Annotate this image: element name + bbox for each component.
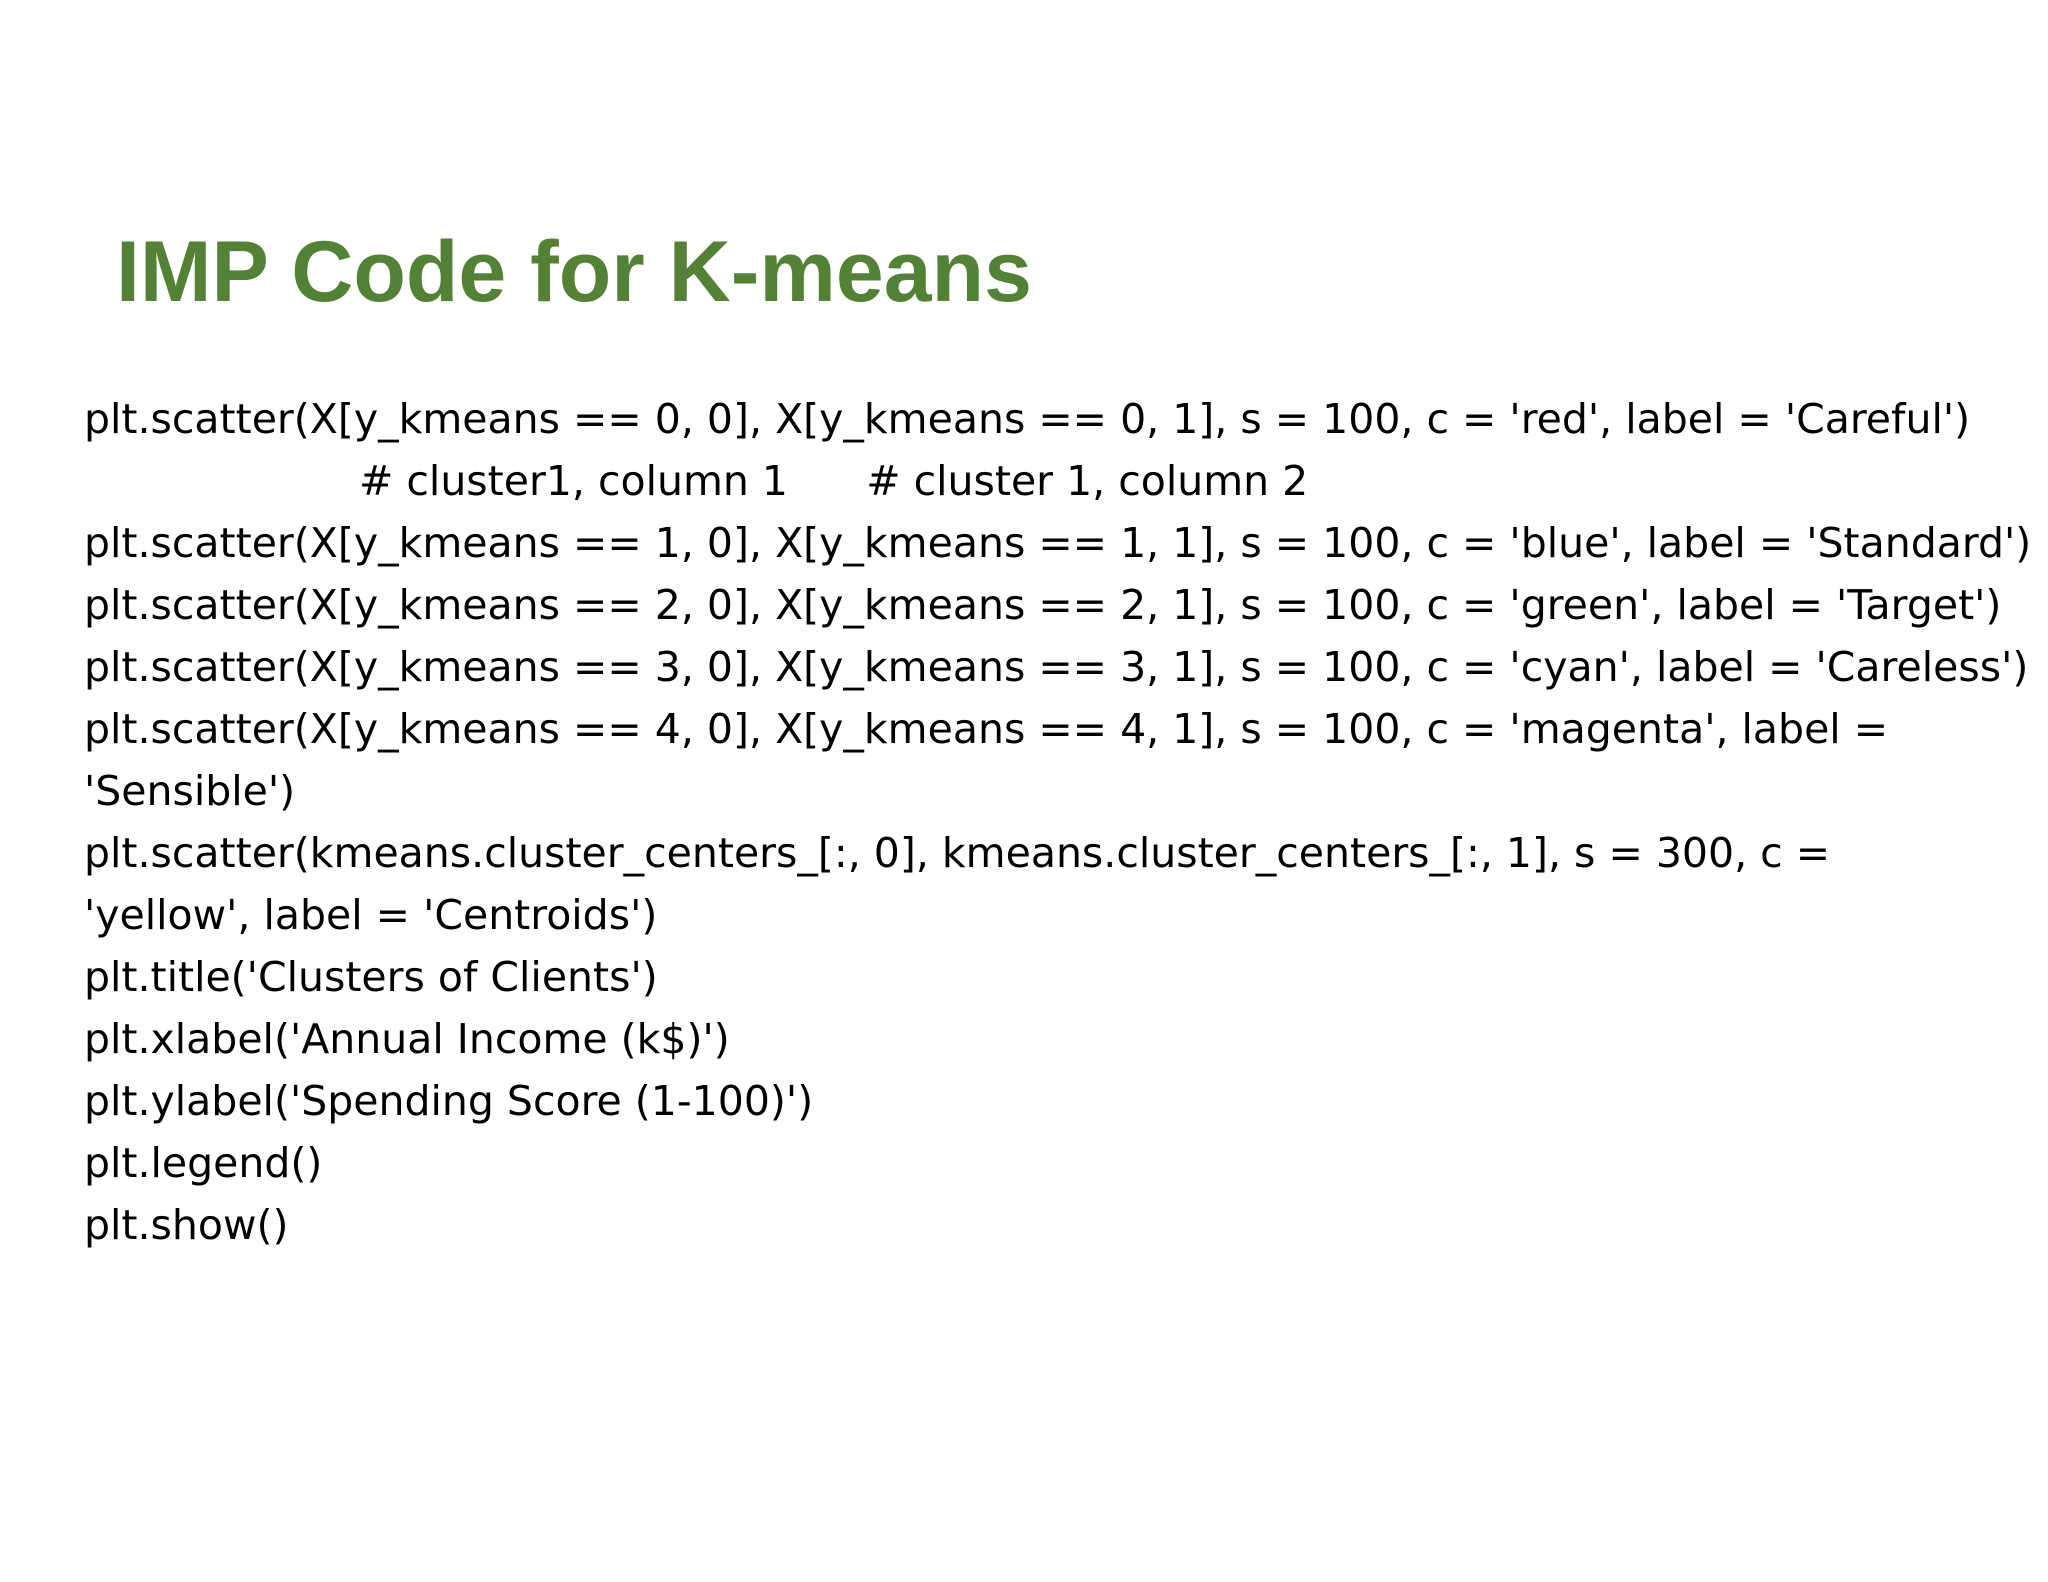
code-line: plt.xlabel('Annual Income (k$)') — [84, 1015, 730, 1063]
code-line: plt.legend() — [84, 1139, 323, 1187]
code-line: plt.scatter(X[y_kmeans == 3, 0], X[y_kme… — [84, 643, 2029, 691]
code-line: plt.scatter(X[y_kmeans == 0, 0], X[y_kme… — [84, 395, 1971, 443]
code-line: plt.title('Clusters of Clients') — [84, 953, 658, 1001]
code-line: plt.scatter(X[y_kmeans == 4, 0], X[y_kme… — [84, 705, 1889, 753]
code-line: plt.scatter(X[y_kmeans == 1, 0], X[y_kme… — [84, 519, 2032, 567]
code-line: 'yellow', label = 'Centroids') — [84, 891, 658, 939]
code-block: plt.scatter(X[y_kmeans == 0, 0], X[y_kme… — [84, 388, 2032, 1256]
code-line: plt.ylabel('Spending Score (1-100)') — [84, 1077, 814, 1125]
code-line: 'Sensible') — [84, 767, 296, 815]
slide-title: IMP Code for K-means — [116, 224, 1032, 320]
code-line: plt.scatter(X[y_kmeans == 2, 0], X[y_kme… — [84, 581, 2002, 629]
code-line: plt.show() — [84, 1201, 289, 1249]
code-comment-line: # cluster1, column 1 # cluster 1, column… — [359, 457, 1309, 505]
code-line: plt.scatter(kmeans.cluster_centers_[:, 0… — [84, 829, 1831, 877]
